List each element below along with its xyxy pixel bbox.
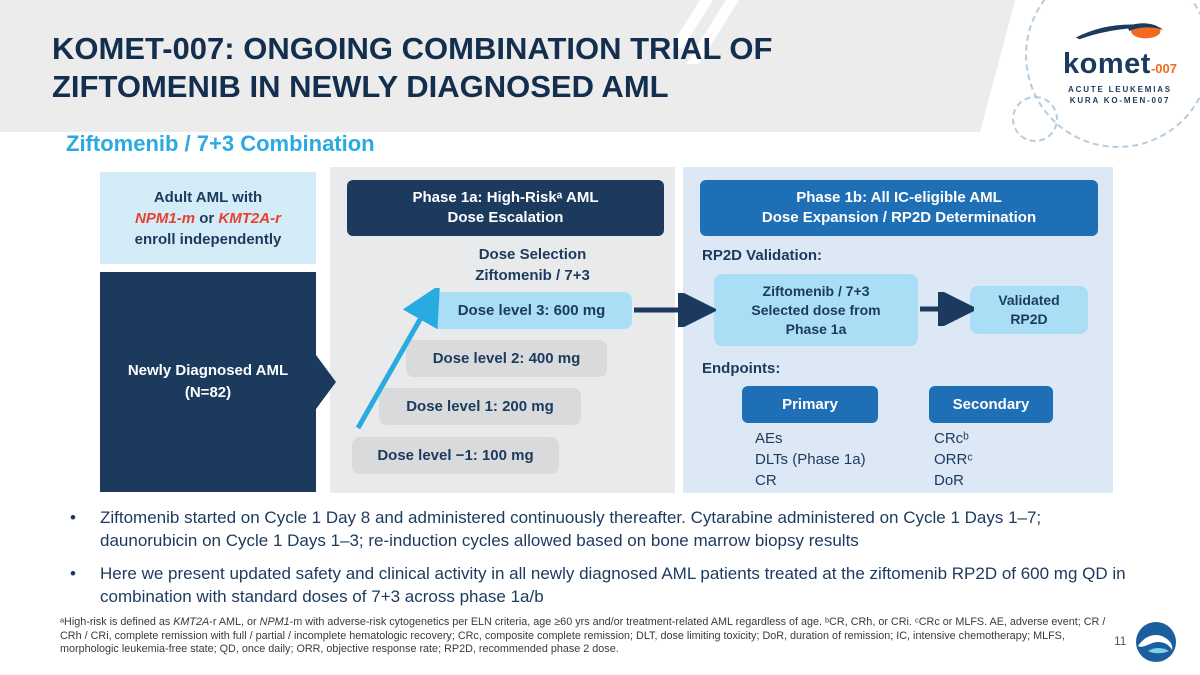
- newly-diagnosed-line-1: Newly Diagnosed AML: [127, 362, 289, 379]
- footnote-text: -m with adverse-risk cytogenetics per EL…: [60, 616, 1106, 656]
- primary-endpoint-item: AEs: [755, 430, 783, 447]
- gene-kmt2a: KMT2A-r: [218, 209, 281, 227]
- dose-escalation-arrow-icon: [355, 288, 440, 430]
- dashed-circle-decoration: [1012, 96, 1058, 142]
- bullet-item-1: Ziftomenib started on Cycle 1 Day 8 and …: [62, 506, 1140, 552]
- slide-title: KOMET-007: ONGOING COMBINATION TRIAL OF …: [52, 30, 982, 106]
- selected-dose-line-2: Selected dose from: [751, 301, 881, 318]
- secondary-endpoint-item: ORRᶜ: [934, 451, 973, 468]
- validated-line-1: Validated: [998, 292, 1060, 308]
- enroll-line-3: enroll independently: [100, 229, 316, 250]
- secondary-endpoints-list: CRcᵇ ORRᶜ DoR: [934, 428, 973, 491]
- phase1a-header-line-2: Dose Escalation: [447, 209, 564, 226]
- phase1a-header: Phase 1a: High-Riskᵃ AML Dose Escalation: [347, 180, 664, 236]
- komet-logo-name: komet: [1063, 48, 1151, 80]
- footnote: ᵃHigh-risk is defined as KMT2A-r AML, or…: [60, 616, 1108, 657]
- slide-subtitle: Ziftomenib / 7+3 Combination: [66, 131, 375, 156]
- dose-level-2-box: Dose level 2: 400 mg: [406, 340, 607, 377]
- komet-logo-tagline2: KURA KO-MEN-007: [1069, 96, 1171, 105]
- gene-npm1: NPM1-m: [135, 209, 196, 227]
- bullet-list: Ziftomenib started on Cycle 1 Day 8 and …: [62, 506, 1140, 618]
- phase1b-header-line-1: Phase 1b: All IC-eligible AML: [796, 189, 1002, 206]
- phase1a-header-line-1: Phase 1a: High-Riskᵃ AML: [412, 189, 599, 206]
- dashed-circle-decoration: [1025, 0, 1200, 148]
- footnote-gene-kmt2a: KMT2A: [173, 616, 210, 628]
- title-line-1: KOMET-007: ONGOING COMBINATION TRIAL OF: [52, 31, 773, 66]
- enroll-line-1: Adult AML with: [100, 187, 316, 208]
- phase1a-to-phase1b-arrow-icon: [634, 293, 716, 327]
- primary-endpoints-header: Primary: [742, 386, 878, 423]
- comet-icon: [1075, 23, 1164, 40]
- selected-dose-box: Ziftomenib / 7+3 Selected dose from Phas…: [714, 274, 918, 346]
- dose-level-minus1-box: Dose level −1: 100 mg: [352, 437, 559, 474]
- footnote-text: ᵃHigh-risk is defined as: [60, 616, 174, 628]
- enroll-text: enroll independently: [134, 230, 282, 248]
- page-number: 11: [1114, 634, 1127, 648]
- dose-selection-line-1: Dose Selection: [478, 246, 587, 263]
- secondary-endpoints-header: Secondary: [929, 386, 1053, 423]
- secondary-endpoint-item: CRcᵇ: [934, 430, 969, 447]
- phase1b-header-line-2: Dose Expansion / RP2D Determination: [761, 209, 1037, 226]
- primary-endpoint-item: DLTs (Phase 1a): [755, 451, 866, 468]
- bullet-item-2: Here we present updated safety and clini…: [62, 562, 1140, 608]
- title-line-2: ZIFTOMENIB IN NEWLY DIAGNOSED AML: [52, 69, 669, 104]
- enroll-or: or: [195, 209, 219, 227]
- footnote-text: -r AML, or: [209, 616, 260, 628]
- dose-selection-label: Dose Selection Ziftomenib / 7+3: [400, 244, 665, 286]
- primary-endpoint-item: CR: [755, 472, 777, 489]
- validation-arrow-icon: [920, 292, 974, 326]
- phase1b-header: Phase 1b: All IC-eligible AML Dose Expan…: [700, 180, 1098, 236]
- validated-line-2: RP2D: [1010, 311, 1048, 327]
- enroll-text: Adult AML with: [153, 188, 263, 206]
- komet-logo-wordmark: komet-007: [1048, 49, 1192, 84]
- selected-dose-line-1: Ziftomenib / 7+3: [762, 282, 870, 299]
- footnote-gene-npm1: NPM1: [259, 616, 290, 628]
- enrollment-box: Adult AML with NPM1-m or KMT2A-r enroll …: [100, 172, 316, 264]
- komet-logo: komet-007 ACUTE LEUKEMIAS KURA KO-MEN-00…: [1048, 18, 1192, 106]
- kura-logo: [1136, 622, 1176, 662]
- komet-logo-tagline1: ACUTE LEUKEMIAS: [1068, 85, 1172, 94]
- primary-endpoints-list: AEs DLTs (Phase 1a) CR: [755, 428, 866, 491]
- newly-diagnosed-count: (N=82): [184, 384, 232, 401]
- secondary-endpoint-item: DoR: [934, 472, 965, 489]
- selected-dose-line-3: Phase 1a: [785, 320, 847, 337]
- dose-level-3-box: Dose level 3: 600 mg: [431, 292, 632, 329]
- endpoints-label: Endpoints:: [702, 360, 781, 377]
- dose-selection-line-2: Ziftomenib / 7+3: [475, 267, 590, 284]
- rp2d-validation-label: RP2D Validation:: [702, 247, 823, 264]
- dose-level-1-box: Dose level 1: 200 mg: [379, 388, 581, 425]
- enroll-line-2: NPM1-m or KMT2A-r: [100, 208, 316, 229]
- komet-logo-suffix: -007: [1150, 61, 1177, 76]
- flow-chevron-icon: [316, 355, 336, 409]
- validated-rp2d-box: Validated RP2D: [970, 286, 1088, 334]
- newly-diagnosed-box: Newly Diagnosed AML (N=82): [100, 272, 316, 492]
